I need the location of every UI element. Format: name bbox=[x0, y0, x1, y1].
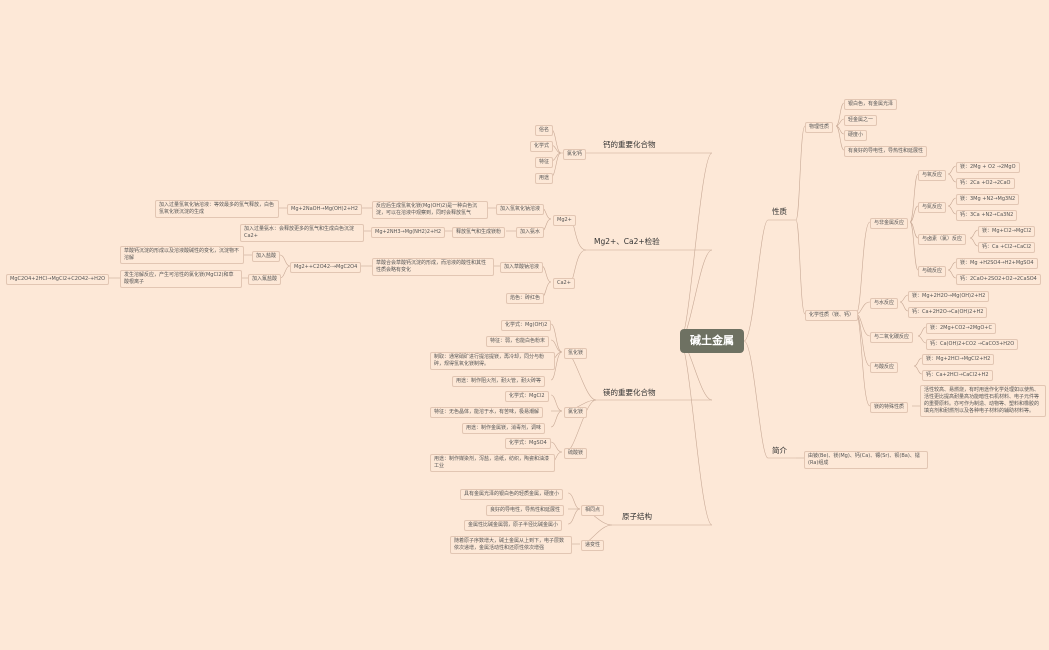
node-mgso4-usage[interactable]: 用途：制作媒染剂，泻盐，造纸，纺织，陶瓷和油漆工业 bbox=[430, 454, 555, 472]
node-similar-2[interactable]: 良好的导电性，导热性和延展性 bbox=[486, 505, 565, 516]
node-mg-sulfate[interactable]: 硫酸镁 bbox=[564, 448, 588, 459]
node-co2-mg[interactable]: 镁：2Mg+CO2→2MgO+C bbox=[926, 323, 996, 334]
node-mgso4-formula[interactable]: 化学式：MgSO4 bbox=[505, 438, 551, 449]
node-ca-ion[interactable]: Ca2+ bbox=[553, 278, 575, 289]
node-naoh-excess[interactable]: 加入过量氢氧化钠溶液：等效最多的氢气释放，白色氢氧化镁沉淀的生成 bbox=[155, 200, 279, 218]
node-physical-1[interactable]: 银白色，有金属光泽 bbox=[844, 99, 898, 110]
node-feature[interactable]: 特征 bbox=[535, 157, 554, 168]
node-halogen-mg[interactable]: 镁：Mg+Cl2→MgCl2 bbox=[978, 226, 1036, 237]
node-nitrogen-ca[interactable]: 钙：3Ca +N2→Ca3N2 bbox=[956, 210, 1018, 221]
node-add-hcl[interactable]: 加入盐酸 bbox=[252, 251, 281, 262]
node-halogen-ca[interactable]: 钙：Ca +Cl2→CaCl2 bbox=[978, 242, 1036, 253]
node-sulfur-ca[interactable]: 钙：2CaO+2SO2+O2→2CaSO4 bbox=[956, 274, 1041, 285]
root-topic[interactable]: 碱土金属 bbox=[680, 329, 744, 353]
node-mgoh-prep[interactable]: 制取：通常硝矿进行提溶提镁，再冷却，同分与粉碎，规得氢氧化镁制得。 bbox=[430, 352, 555, 370]
node-mgcl2-formula[interactable]: 化学式：MgCl2 bbox=[505, 391, 549, 402]
node-fluoro-equation[interactable]: MgC2O4+2HCl→MgCl2+C2O42-+H2O bbox=[6, 274, 110, 285]
node-mgoh-feature[interactable]: 特征：弱，也能白色粉末 bbox=[486, 336, 550, 347]
node-chemical-properties[interactable]: 化学性质（镁、钙） bbox=[805, 310, 859, 321]
node-oxalate-equation[interactable]: Mg2++C2O42-→MgC2O4 bbox=[290, 262, 362, 273]
node-add-oxalate[interactable]: 加入草酸钠溶液 bbox=[500, 262, 544, 273]
node-mgoh-usage[interactable]: 用途：制作阻火剂，耐火管，耐火砖等 bbox=[452, 376, 546, 387]
node-mgcl2-usage[interactable]: 用途：制作金属镁，消毒剂，调味 bbox=[462, 423, 546, 434]
node-oxalate-result[interactable]: 草酸合会草酸钙沉淀的形成，而溶液的酸性和其性性质会略有变化 bbox=[372, 258, 494, 276]
node-formula[interactable]: 化学式 bbox=[530, 141, 554, 152]
node-naoh-result[interactable]: 反应后生成氢氧化镁(Mg(OH)2)是一种白色沉淀，可以在溶液中观察到，同时会释… bbox=[372, 201, 488, 219]
node-add-naoh[interactable]: 加入氢氧化钠溶液 bbox=[496, 204, 545, 215]
branch-ion-test[interactable]: Mg2+、Ca2+检验 bbox=[594, 237, 660, 246]
branch-magnesium-compounds[interactable]: 镁的重要化合物 bbox=[603, 388, 656, 397]
node-trend-text[interactable]: 随着原子序数增大，碱土金属从上到下，电子层数依次递增，金属活动性和还原性依次增强 bbox=[450, 536, 572, 554]
node-physical-properties[interactable]: 物理性质 bbox=[805, 122, 834, 133]
node-acid-ca[interactable]: 钙：Ca+2HCl→CaCl2+H2 bbox=[922, 370, 993, 381]
node-mg-hydroxide[interactable]: 氢化镁 bbox=[564, 348, 588, 359]
node-similar-1[interactable]: 具有金属光泽的银白色的轻质金属，硬度小 bbox=[460, 489, 564, 500]
branch-properties[interactable]: 性质 bbox=[772, 207, 787, 216]
node-co2-ca[interactable]: 钙：Ca(OH)2+CO2 →CaCO3+H2O bbox=[926, 339, 1019, 350]
node-naoh-equation[interactable]: Mg+2NaOH→Mg(OH)2+H2 bbox=[287, 204, 362, 215]
branch-atomic-structure[interactable]: 原子结构 bbox=[622, 512, 652, 521]
node-water-mg[interactable]: 镁：Mg+2H2O→Mg(OH)2+H2 bbox=[908, 291, 990, 302]
node-react-halogen[interactable]: 与卤素（氯）反应 bbox=[918, 234, 967, 245]
branch-intro[interactable]: 简介 bbox=[772, 446, 787, 455]
node-react-nitrogen[interactable]: 与氮反应 bbox=[918, 202, 947, 213]
node-physical-3[interactable]: 硬度小 bbox=[844, 130, 868, 141]
node-mg-special-text[interactable]: 活性较高、易燃烧，有时用途作化学处理如以使热、活性更比提高耐量高功能暗性石机材料… bbox=[920, 385, 1046, 417]
node-mg-ion[interactable]: Mg2+ bbox=[553, 215, 576, 226]
node-common-name[interactable]: 俗名 bbox=[535, 125, 554, 136]
node-add-fluoro-acid[interactable]: 加入氟盐酸 bbox=[248, 274, 282, 285]
node-nitrogen-mg[interactable]: 镁：3Mg +N2→Mg3N2 bbox=[956, 194, 1020, 205]
node-react-acid[interactable]: 与酸反应 bbox=[870, 362, 899, 373]
node-mgoh-formula[interactable]: 化学式：Mg(OH)2 bbox=[501, 320, 552, 331]
node-oxygen-ca[interactable]: 钙：2Ca +O2→2CaO bbox=[956, 178, 1015, 189]
node-mg-special[interactable]: 镁的特殊性质 bbox=[870, 402, 909, 413]
node-usage[interactable]: 用途 bbox=[535, 173, 554, 184]
node-react-co2[interactable]: 与二氧化碳反应 bbox=[870, 332, 914, 343]
node-calcium-chloride[interactable]: 氯化钙 bbox=[563, 149, 587, 160]
node-mgcl2-feature[interactable]: 特征：无色晶体，能溶于水，有苦味，极易潮解 bbox=[430, 407, 544, 418]
node-intro-text[interactable]: 由铍(Be)、镁(Mg)、钙(Ca)、锶(Sr)、钡(Ba)、镭(Ra)组成 bbox=[804, 451, 928, 469]
node-oxygen-mg[interactable]: 镁：2Mg + O2 →2MgO bbox=[956, 162, 1020, 173]
node-water-ca[interactable]: 钙：Ca+2H2O→Ca(OH)2+H2 bbox=[908, 307, 988, 318]
node-react-nonmetal[interactable]: 与非金属反应 bbox=[870, 218, 909, 229]
node-ammonia-equation[interactable]: Mg+2NH3→Mg(NH2)2+H2 bbox=[371, 227, 446, 238]
node-react-oxygen[interactable]: 与氧反应 bbox=[918, 170, 947, 181]
node-physical-2[interactable]: 轻金属之一 bbox=[844, 115, 878, 126]
node-acid-mg[interactable]: 镁：Mg+2HCl→MgCl2+H2 bbox=[922, 354, 995, 365]
node-ammonia-result[interactable]: 释放氢气和生成镁粉 bbox=[452, 227, 506, 238]
node-react-water[interactable]: 与水反应 bbox=[870, 298, 899, 309]
node-hcl-result[interactable]: 草酸钙沉淀的形成以及溶液酸碱性的变化，沉淀物不溶解 bbox=[120, 246, 244, 264]
node-react-sulfur[interactable]: 与硫反应 bbox=[918, 266, 947, 277]
branch-calcium-compounds[interactable]: 钙的重要化合物 bbox=[603, 140, 656, 149]
node-ammonia-excess[interactable]: 加入过量氨水：会释放更多的氢气和生成白色沉淀Ca2+ bbox=[240, 224, 364, 242]
node-sulfur-mg[interactable]: 镁：Mg +H2SO4→H2+MgSO4 bbox=[956, 258, 1038, 269]
node-mg-chloride[interactable]: 氯化镁 bbox=[564, 407, 588, 418]
node-fluoro-result[interactable]: 发生溶解反应，产生可溶性的氯化镁(MgCl2)和草酸根离子 bbox=[120, 270, 242, 288]
node-add-ammonia[interactable]: 加入氨水 bbox=[516, 227, 545, 238]
node-trend[interactable]: 递变性 bbox=[581, 540, 605, 551]
node-similar-3[interactable]: 金属性比碱金属弱，原子半径比碱金属小 bbox=[464, 520, 563, 531]
node-flame-color[interactable]: 焰色：砖红色 bbox=[506, 293, 545, 304]
node-similarities[interactable]: 相同点 bbox=[581, 505, 605, 516]
node-physical-4[interactable]: 有良好的导电性，导热性和延展性 bbox=[844, 146, 928, 157]
